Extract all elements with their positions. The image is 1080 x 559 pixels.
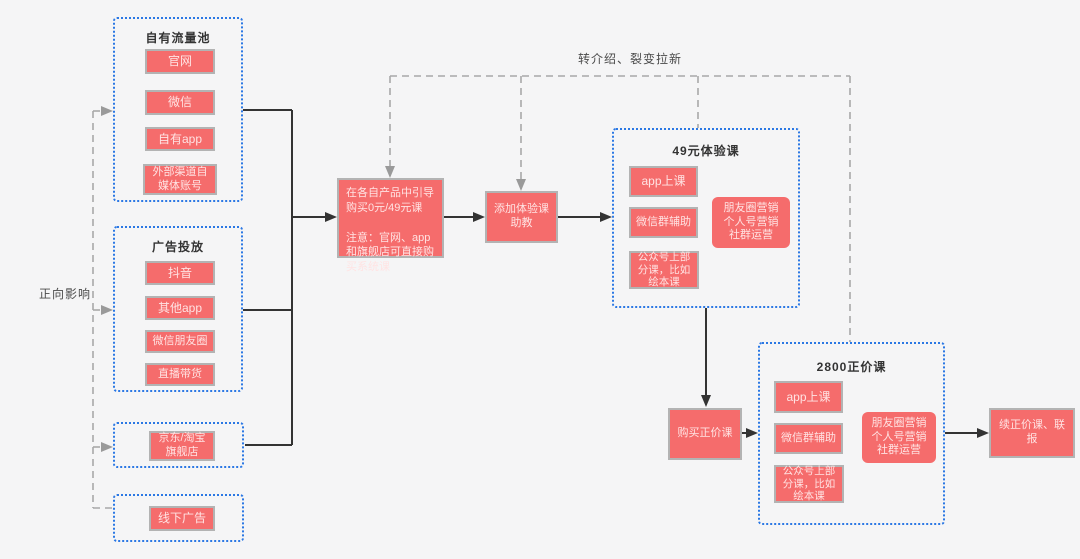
- positive-influence-label: 正向影响: [39, 287, 92, 301]
- group-full-price-title: 2800正价课: [816, 360, 887, 374]
- arrowhead-into-buy: [701, 395, 711, 407]
- node-other-apps: 其他app: [145, 296, 215, 320]
- group-trial-title: 49元体验课: [672, 144, 740, 158]
- node-livestream-selling: 直播带货: [145, 363, 215, 386]
- arrowhead-into-renew: [977, 428, 989, 438]
- node-guide-purchase: 在各自产品中引导购买0元/49元课 注意：官网、app 和旗舰店可直接购买系统课: [337, 178, 444, 273]
- group-full-price-course: 2800正价课 app上课 微信群辅助 公众号上部分课，比如绘本课 朋友圈营销 …: [758, 342, 945, 525]
- node-wechat: 微信: [145, 90, 215, 115]
- node-trial-wechat-group: 微信群辅助: [629, 207, 698, 238]
- node-offline-ads: 线下广告: [149, 506, 215, 531]
- arrowhead-into-guide: [325, 212, 337, 222]
- arrowhead-referral-guide: [385, 166, 395, 178]
- node-official-site: 官网: [145, 49, 215, 74]
- node-trial-app-class: app上课: [629, 166, 698, 197]
- node-trial-official-account: 公众号上部分课，比如绘本课: [629, 251, 699, 289]
- node-wechat-moments-ads: 微信朋友圈: [145, 330, 215, 353]
- node-full-official-account: 公众号上部分课，比如绘本课: [774, 465, 844, 503]
- arrowhead-into-trial: [600, 212, 612, 222]
- group-ads: 广告投放 抖音 其他app 微信朋友圈 直播带货: [113, 226, 243, 392]
- node-add-assistant: 添加体验课助教: [485, 191, 558, 243]
- node-full-app-class: app上课: [774, 381, 843, 413]
- node-renew-course: 续正价课、联报: [989, 408, 1075, 458]
- arrowhead-into-fullprice: [746, 428, 758, 438]
- node-full-moments-marketing: 朋友圈营销 个人号营销 社群运营: [862, 412, 936, 463]
- node-douyin: 抖音: [145, 261, 215, 285]
- group-trial-course: 49元体验课 app上课 微信群辅助 公众号上部分课，比如绘本课 朋友圈营销 个…: [612, 128, 800, 308]
- node-own-app: 自有app: [145, 127, 215, 151]
- arrowhead-into-flagship: [101, 442, 113, 452]
- dashed-arrowheads: [101, 106, 526, 452]
- solid-arrowheads: [325, 212, 989, 438]
- node-jd-taobao-flagship: 京东/淘宝旗舰店: [149, 431, 215, 461]
- group-own-traffic-title: 自有流量池: [145, 31, 211, 45]
- node-buy-full-price: 购买正价课: [668, 408, 742, 460]
- node-external-media-accounts: 外部渠道自媒体账号: [143, 164, 217, 195]
- group-own-traffic: 自有流量池 官网 微信 自有app 外部渠道自媒体账号: [113, 17, 243, 202]
- referral-label: 转介绍、裂变拉新: [577, 52, 682, 66]
- dashed-connectors: [92, 75, 851, 509]
- group-offline: 线下广告: [113, 494, 244, 542]
- arrowhead-referral-assistant: [516, 179, 526, 191]
- group-flagship: 京东/淘宝旗舰店: [113, 422, 244, 468]
- group-ads-title: 广告投放: [151, 240, 204, 254]
- arrowhead-into-assistant: [473, 212, 485, 222]
- node-trial-moments-marketing: 朋友圈营销 个人号营销 社群运营: [712, 197, 790, 248]
- arrowhead-into-own-traffic: [101, 106, 113, 116]
- arrowhead-into-ads: [101, 305, 113, 315]
- node-full-wechat-group: 微信群辅助: [774, 423, 843, 454]
- solid-connectors: [243, 109, 978, 446]
